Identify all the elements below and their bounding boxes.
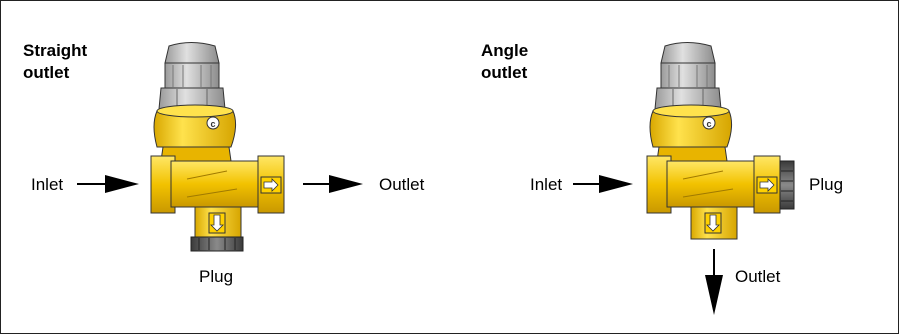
angle-outlet-title-line2: outlet [481,63,528,82]
straight-outlet-arrow-icon [303,175,363,193]
straight-outlet-label: Outlet [379,175,425,194]
angle-outlet-label: Outlet [735,267,781,286]
angle-outlet-arrow-icon [705,249,723,315]
straight-valve-icon: c [150,42,285,252]
angle-inlet-label: Inlet [530,175,563,194]
angle-outlet-title-line1: Angle [481,41,529,60]
svg-text:c: c [706,119,711,129]
straight-outlet-title-line1: Straight [23,41,88,60]
angle-plug-label: Plug [809,175,844,194]
angle-inlet-arrow-icon [573,175,633,193]
straight-inlet-arrow-icon [77,175,139,193]
straight-inlet-label: Inlet [31,175,64,194]
straight-outlet-title-line2: outlet [23,63,70,82]
svg-text:c: c [210,119,215,129]
straight-plug-label: Plug [199,267,234,286]
angle-valve-icon: c [646,42,795,240]
